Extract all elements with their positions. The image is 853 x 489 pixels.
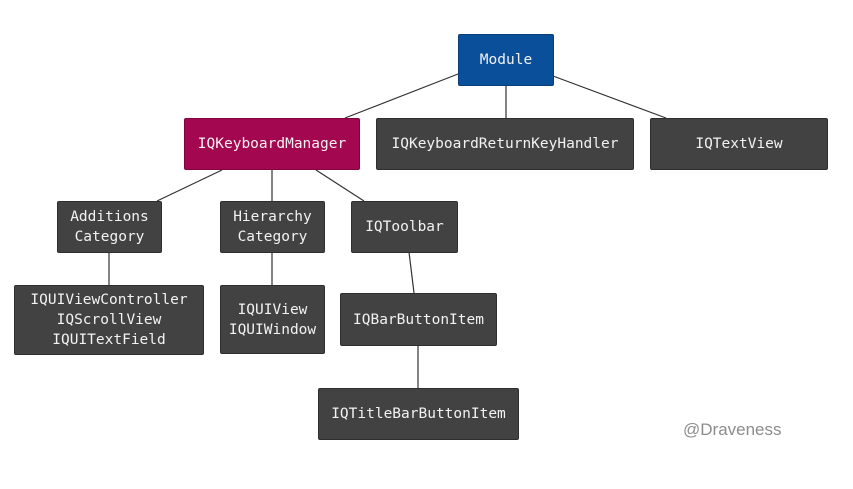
edge-iqkeyboardmanager-toolbar: [315, 169, 365, 202]
node-iquiviewcontroller-group: IQUIViewController IQScrollView IQUIText…: [14, 285, 204, 355]
node-iqtoolbar-label: IQToolbar: [365, 219, 444, 235]
node-iquiviewcontroller-line1: IQUIViewController: [30, 292, 188, 308]
node-iqbarbuttonitem-label: IQBarButtonItem: [353, 311, 484, 328]
node-additions-category: Additions Category: [57, 201, 162, 253]
node-iquiview-line2: IQUIWindow: [228, 321, 317, 338]
node-iqkeyboardmanager: IQKeyboardManager: [184, 118, 360, 170]
watermark: @Draveness: [683, 420, 782, 439]
node-iqkeyboardmanager-label: IQKeyboardManager: [197, 136, 347, 152]
node-additions-line1: Additions: [70, 209, 149, 225]
edge-module-iqkeyboardmanager: [344, 73, 459, 119]
edge-toolbar-barbuttonitem: [408, 251, 415, 294]
node-iquiviewcontroller-line2: IQScrollView: [56, 312, 162, 328]
node-returnkeyhandler-label: IQKeyboardReturnKeyHandler: [391, 136, 619, 152]
node-module: Module: [458, 34, 554, 86]
node-returnkeyhandler: IQKeyboardReturnKeyHandler: [376, 118, 634, 170]
node-iquiviewcontroller-line3: IQUITextField: [52, 332, 166, 348]
node-iqtoolbar: IQToolbar: [351, 201, 458, 253]
node-iqtitlebarbuttonitem: IQTitleBarButtonItem: [318, 388, 519, 440]
node-iquiview-group: IQUIView IQUIWindow: [220, 285, 325, 354]
node-textview-label: IQTextView: [695, 136, 783, 152]
node-textview: IQTextView: [650, 118, 828, 170]
edge-iqkeyboardmanager-additions: [156, 169, 223, 202]
node-hierarchy-line2: Category: [237, 229, 308, 245]
node-iqbarbuttonitem: IQBarButtonItem: [340, 293, 497, 346]
edge-module-textview: [552, 75, 667, 119]
node-additions-line2: Category: [74, 229, 145, 245]
node-hierarchy-line1: Hierarchy: [233, 209, 312, 225]
node-iquiview-line1: IQUIView: [237, 301, 308, 318]
node-iqtitlebarbuttonitem-label: IQTitleBarButtonItem: [331, 406, 506, 422]
node-hierarchy-category: Hierarchy Category: [220, 201, 325, 253]
node-module-label: Module: [479, 52, 533, 68]
